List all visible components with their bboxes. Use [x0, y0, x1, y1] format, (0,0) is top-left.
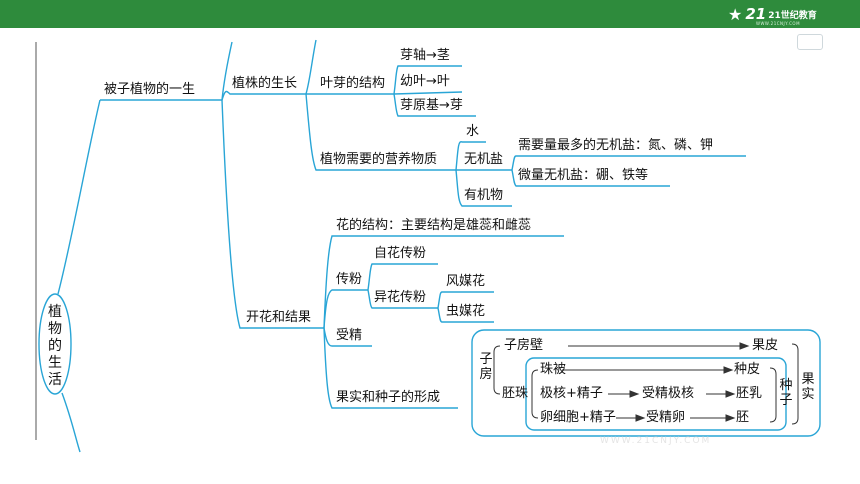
node-bud-item: 芽轴→茎: [400, 48, 450, 63]
label-seed-coat: 种皮: [734, 362, 761, 377]
node-macro-mineral: 需要量最多的无机盐：氮、磷、钾: [518, 138, 714, 153]
runner-icon: ★: [728, 4, 743, 24]
brand-name: 21世纪教育: [768, 10, 817, 21]
ovule-box: [525, 357, 787, 431]
label-seed: 种子: [779, 378, 793, 408]
node-plant-growth: 植株的生长: [232, 76, 298, 91]
node-self-pollination: 自花传粉: [374, 246, 427, 261]
node-angiosperm-life: 被子植物的一生: [104, 82, 196, 97]
node-bud-item: 幼叶→叶: [400, 74, 450, 89]
watermark-url: WWW.21CNJY.COM: [600, 436, 712, 446]
node-bud-item: 芽原基→芽: [400, 98, 463, 113]
node-flower-structure: 花的结构：主要结构是雄蕊和雌蕊: [336, 218, 532, 233]
node-nutrients: 植物需要的营养物质: [320, 152, 438, 167]
corner-frame: [797, 34, 823, 50]
root-label: 植物的生活: [48, 304, 62, 388]
label-fruit: 果实: [801, 372, 815, 402]
brand-url: WWW.21CNJY.COM: [756, 21, 801, 26]
brand-logo: ★ 21 21世纪教育: [728, 3, 817, 25]
label-ovary-wall: 子房壁: [504, 338, 544, 353]
node-fruit-seed-formation: 果实和种子的形成: [336, 390, 441, 405]
label-ovule: 胚珠: [502, 386, 529, 401]
node-organic: 有机物: [464, 188, 504, 203]
label-polar-sperm: 极核+精子: [540, 386, 603, 401]
root-ellipse: [38, 293, 72, 395]
trunk-line-lower: [61, 392, 81, 453]
brand-number: 21: [745, 5, 767, 23]
node-insect-flower: 虫媒花: [446, 304, 486, 319]
node-cross-pollination: 异花传粉: [374, 290, 427, 305]
node-pollination: 传粉: [336, 272, 363, 287]
label-ovary: 子房: [479, 352, 493, 382]
label-integument: 珠被: [540, 362, 567, 377]
label-egg-sperm: 卵细胞+精子: [540, 410, 616, 425]
formation-box: [471, 329, 821, 437]
node-wind-flower: 风媒花: [446, 274, 486, 289]
trunk-line: [57, 99, 101, 295]
node-flower-fruit: 开花和结果: [246, 310, 312, 325]
label-fertilized-polar: 受精极核: [642, 386, 695, 401]
node-bud-structure: 叶芽的结构: [320, 76, 386, 91]
node-water: 水: [466, 124, 480, 139]
node-fertilization: 受精: [336, 328, 363, 343]
label-peel: 果皮: [752, 338, 779, 353]
label-embryo: 胚: [736, 410, 750, 425]
top-banner: [0, 0, 860, 28]
node-micro-mineral: 微量无机盐：硼、铁等: [518, 168, 649, 183]
label-zygote: 受精卵: [646, 410, 686, 425]
node-mineral: 无机盐: [464, 152, 504, 167]
label-endosperm: 胚乳: [736, 386, 763, 401]
